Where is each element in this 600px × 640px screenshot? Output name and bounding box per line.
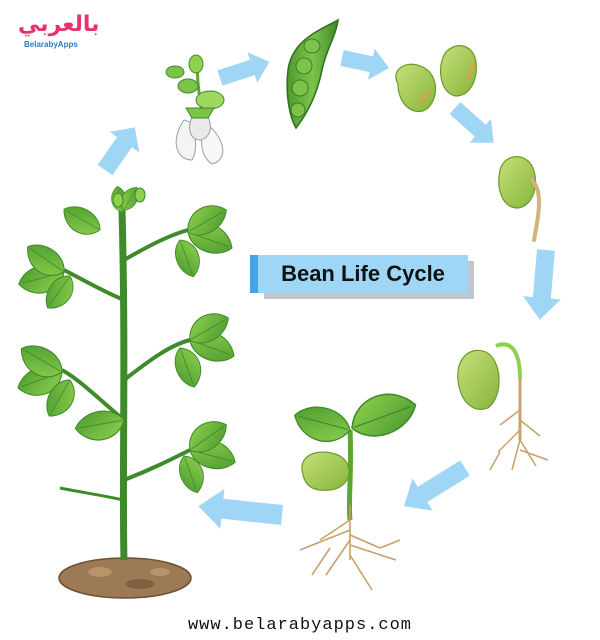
- arrow-germinating-to-sprout: [522, 249, 561, 320]
- footer-url[interactable]: www.belarabyapps.com: [187, 616, 413, 635]
- germinating-seed-stage: [498, 156, 541, 242]
- arrow-plant-to-flower: [97, 127, 140, 176]
- arrow-seeds-to-germinating: [449, 102, 494, 143]
- logo-arabic-text: بالعربي: [18, 12, 100, 37]
- arrow-seedling-to-plant: [198, 488, 284, 529]
- seeds-stage: [395, 45, 477, 113]
- flower-stage: [165, 54, 225, 165]
- logo-subtitle: BelarabyApps: [24, 40, 78, 49]
- title-box: Bean Life Cycle: [250, 255, 474, 299]
- logo: بالعربي BelarabyApps: [10, 12, 100, 56]
- arrow-pod-to-seeds: [340, 48, 389, 80]
- arrow-flower-to-pod: [217, 52, 270, 86]
- pod-stage: [286, 18, 339, 130]
- sprout-stage: [457, 342, 549, 471]
- arrow-sprout-to-seedling: [403, 460, 470, 511]
- seedling-stage: [289, 383, 423, 591]
- diagram-title: Bean Life Cycle: [281, 261, 445, 286]
- adult-plant-stage: [13, 183, 240, 599]
